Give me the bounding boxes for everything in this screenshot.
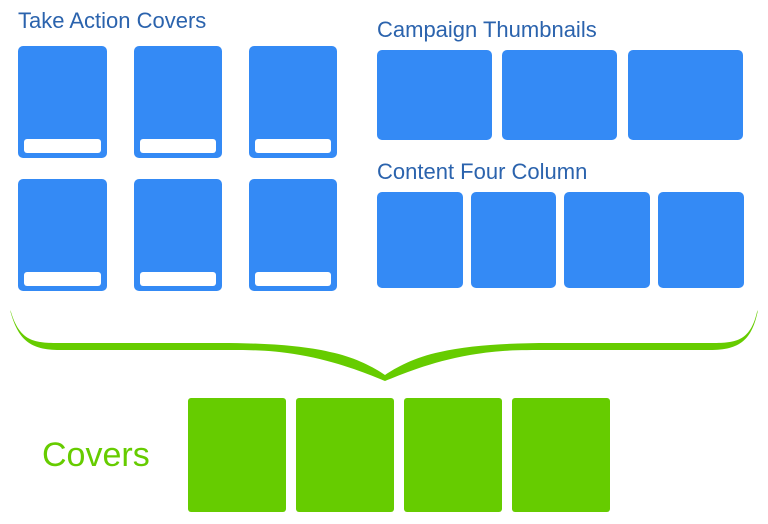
- cover-caption-bar: [255, 272, 331, 286]
- cover-block: [512, 398, 610, 512]
- cover-caption-bar: [24, 272, 101, 286]
- cover-block: [188, 398, 286, 512]
- cover-caption-bar: [255, 139, 331, 153]
- cover-block: [296, 398, 394, 512]
- content-column: [377, 192, 463, 288]
- take-action-cover: [134, 179, 222, 291]
- cover-caption-bar: [140, 272, 216, 286]
- content-column: [658, 192, 744, 288]
- cover-caption-bar: [24, 139, 101, 153]
- cover-block: [404, 398, 502, 512]
- covers-label: Covers: [42, 436, 150, 474]
- take-action-cover: [249, 46, 337, 158]
- campaign-thumbnail: [628, 50, 743, 140]
- take-action-cover: [249, 179, 337, 291]
- campaign-thumbnail: [377, 50, 492, 140]
- campaign-thumbnail: [502, 50, 617, 140]
- content-column: [564, 192, 650, 288]
- take-action-cover: [134, 46, 222, 158]
- content-four-column-title: Content Four Column: [377, 159, 588, 184]
- take-action-covers-title: Take Action Covers: [18, 8, 207, 33]
- campaign-thumbnails-title: Campaign Thumbnails: [377, 17, 597, 42]
- take-action-cover: [18, 46, 107, 158]
- content-column: [471, 192, 556, 288]
- take-action-cover: [18, 179, 107, 291]
- cover-caption-bar: [140, 139, 216, 153]
